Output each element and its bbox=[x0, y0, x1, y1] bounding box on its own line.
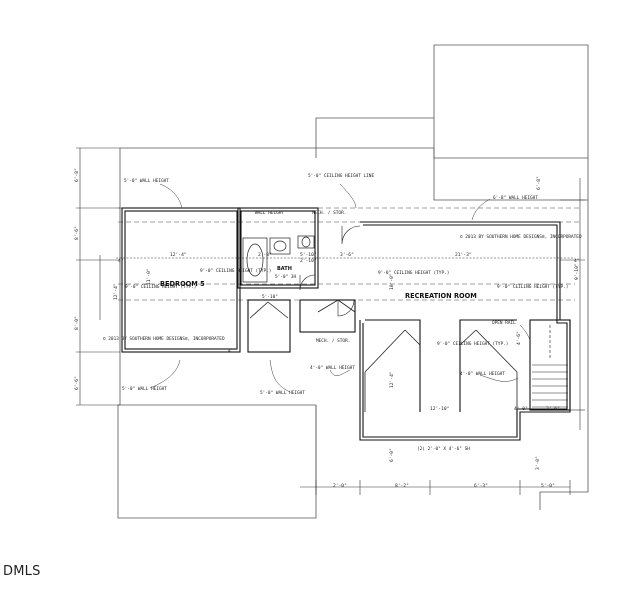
left-bot-dim: 6'-6" bbox=[74, 376, 80, 390]
window-note: (2) 2'-0" X 4'-6" SH bbox=[417, 446, 470, 452]
open-rail-note: OPEN RAIL bbox=[492, 320, 516, 326]
rec-ceiling-center-note: 9'-0" CEILING HEIGHT (TYP.) bbox=[437, 341, 508, 347]
rec-depth-dim: 10'-0" bbox=[389, 273, 395, 290]
door-swings bbox=[299, 225, 361, 317]
bottom-2-dim: 8'-2" bbox=[395, 483, 409, 489]
bath-size-note: 5'-0" 3H bbox=[275, 274, 297, 280]
dim-4b: 4" bbox=[228, 348, 234, 354]
ceiling-height-line-note: 5'-0" CEILING HEIGHT LINE bbox=[308, 173, 374, 179]
dim-4-6: 4'-6" bbox=[516, 331, 522, 345]
left-mid2-dim: 8'-0" bbox=[74, 316, 80, 330]
walls bbox=[121, 207, 571, 441]
mech-stor-bottom-note: MECH. / STOR. bbox=[316, 338, 350, 344]
bedroom-5-label: BEDROOM 5 bbox=[160, 280, 205, 288]
copyright-bottom-note: © 2013 BY SOUTHERN HOME DESIGNS®, INCORP… bbox=[103, 336, 225, 342]
bottom-4-dim: 5'-0" bbox=[541, 483, 555, 489]
bottom-1-dim: 2'-0" bbox=[333, 483, 347, 489]
wall-height-note: WALL HEIGHT bbox=[255, 210, 284, 216]
leader-lines bbox=[149, 183, 531, 393]
wall-height-6-8-note: 6'-8" WALL HEIGHT bbox=[493, 195, 538, 201]
dormer-diagonals bbox=[249, 299, 518, 412]
bed-width-dim: 12'-4" bbox=[170, 252, 187, 258]
bath-w1-dim: 2'-8" bbox=[258, 252, 272, 258]
plan-labels: BEDROOM 5 RECREATION ROOM BATH 5'-0" WAL… bbox=[103, 173, 582, 452]
bath-fixtures bbox=[242, 235, 315, 283]
wall-height-5-top-note: 5'-0" WALL HEIGHT bbox=[124, 178, 169, 184]
dim-4a: 4" bbox=[574, 258, 580, 264]
dmls-watermark: DMLS bbox=[3, 564, 41, 579]
left-mid-dim: 8'-6" bbox=[74, 226, 80, 240]
bed-height-2-dim: 11'-0" bbox=[146, 268, 152, 285]
wall-height-5-bed-right-note: 5'-0" WALL HEIGHT bbox=[260, 390, 305, 396]
dim-3-0: 3'-0" bbox=[535, 456, 541, 470]
rec-depth2-dim: 12'-4" bbox=[389, 371, 395, 388]
stair-2-dim: 2'-6" bbox=[546, 406, 560, 412]
dimension-lines bbox=[76, 147, 585, 495]
rec-ceiling-right-note: 9'-0" CEILING HEIGHT (TYP.) bbox=[497, 284, 568, 290]
bedroom-ceiling-note: 9'-0" CEILING HEIGHT (TYP.) bbox=[200, 268, 271, 274]
stair-1-dim: 4'-0" bbox=[514, 406, 528, 412]
wall-height-4-right-note: 4'-0" WALL HEIGHT bbox=[460, 371, 505, 377]
closet-dim-note: 5'-10" bbox=[262, 294, 278, 300]
bedroom-ceiling-left-note: 9'-0" CEILING HEIGHT (TYP.) bbox=[125, 284, 196, 290]
bath-w2-dim: 5'-10" bbox=[300, 252, 317, 258]
mid-w-dim: 3'-6" bbox=[340, 252, 354, 258]
left-top-dim: 6'-8" bbox=[74, 168, 80, 182]
rec-ceiling-left-note: 9'-0" CEILING HEIGHT (TYP.) bbox=[378, 270, 449, 276]
bath-label: BATH bbox=[277, 266, 292, 272]
bottom-3-dim: 6'-3" bbox=[474, 483, 488, 489]
copyright-top-note: © 2013 BY SOUTHERN HOME DESIGNS®, INCORP… bbox=[460, 234, 582, 240]
right-top-dim: 6'-8" bbox=[536, 176, 542, 190]
dim-2-10: 2'-10" bbox=[300, 258, 317, 264]
wall-height-5-bed-left-note: 5'-0" WALL HEIGHT bbox=[122, 386, 167, 392]
rec-width-dim: 21'-3" bbox=[455, 252, 472, 258]
dim-6-0: 6'-0" bbox=[389, 448, 395, 462]
dim-4c: 4" bbox=[118, 258, 124, 264]
roof-outline bbox=[117, 44, 589, 519]
recreation-room-label: RECREATION ROOM bbox=[405, 292, 477, 300]
rec-inner-dim: 12'-10" bbox=[430, 406, 449, 412]
right-mid-dim: 9'-10" bbox=[574, 263, 580, 280]
stair-treads bbox=[532, 325, 568, 408]
mech-stor-top-note: MECH. / STOR. bbox=[312, 210, 346, 216]
wall-height-4-left-note: 4'-0" WALL HEIGHT bbox=[310, 365, 355, 371]
bed-height-1-dim: 12'-4" bbox=[113, 283, 119, 300]
dimension-labels: 12'-4" 2'-8" 5'-10" 3'-6" 21'-3" 12'-10"… bbox=[74, 168, 580, 489]
